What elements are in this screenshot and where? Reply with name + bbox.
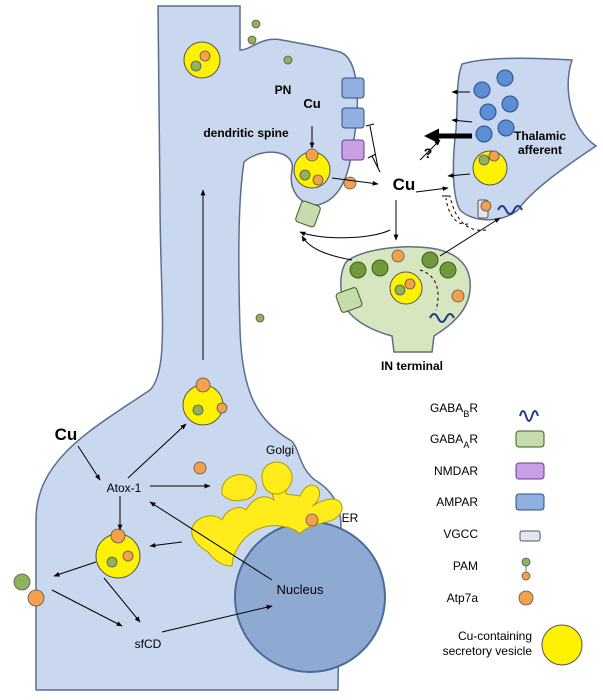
in-gabaa bbox=[335, 287, 363, 313]
legend-vesicle-label-2: secretory vesicle bbox=[443, 644, 533, 658]
golgi-stack bbox=[221, 474, 257, 502]
legend-nmdar-label: NMDAR bbox=[434, 464, 478, 478]
in-green-vesicles bbox=[349, 251, 457, 279]
membrane-atp7a bbox=[27, 176, 492, 607]
in-gabab bbox=[429, 313, 455, 323]
legend-pam-label: PAM bbox=[453, 559, 478, 573]
legend-gabab-label: GABABR bbox=[430, 401, 478, 419]
er-label: ER bbox=[342, 511, 359, 525]
inhibition-lines bbox=[365, 123, 487, 311]
legend-gabaa-label: GABAAR bbox=[430, 432, 478, 450]
question-label: ? bbox=[424, 145, 433, 161]
legend-ampar-label: AMPAR bbox=[436, 495, 478, 509]
pn-spine-label-2: dendritic spine bbox=[203, 126, 289, 140]
legend-vgcc-label: VGCC bbox=[443, 527, 478, 541]
legend-vesicle-label: Cu-containing bbox=[458, 629, 532, 643]
legend-gabab-icon bbox=[519, 410, 539, 422]
vesicle-dendrite bbox=[182, 377, 228, 426]
golgi-label: Golgi bbox=[266, 443, 294, 457]
thalamic-blue-vesicles bbox=[473, 69, 519, 143]
vesicle-in-terminal bbox=[389, 271, 423, 305]
in-terminal-label: IN terminal bbox=[381, 359, 443, 373]
cu-soma-label: Cu bbox=[55, 425, 78, 444]
vesicle-apical bbox=[183, 41, 221, 79]
cu-center-label: Cu bbox=[393, 175, 416, 194]
spine-nmdar bbox=[341, 139, 365, 161]
vesicle-soma bbox=[95, 528, 141, 579]
thalamic-gabab bbox=[497, 205, 523, 215]
golgi-stack-2 bbox=[261, 461, 293, 495]
legend-vgcc-icon bbox=[519, 530, 541, 542]
legend-gabaa-icon bbox=[515, 430, 545, 448]
arrows bbox=[51, 89, 501, 633]
legend: GABABR GABAAR NMDAR AMPAR VGCC PAM Atp7a… bbox=[430, 401, 583, 666]
membrane-pam bbox=[13, 19, 293, 591]
atox1-label: Atox-1 bbox=[107, 481, 142, 495]
legend-ampar-icon bbox=[515, 493, 545, 511]
cu-spine-label: Cu bbox=[303, 96, 320, 111]
legend-pam-icon bbox=[521, 557, 531, 581]
vesicle-spine bbox=[293, 148, 331, 189]
legend-atp7a-label: Atp7a bbox=[447, 591, 479, 605]
thalamic-label-2: afferent bbox=[518, 143, 562, 157]
golgi-er bbox=[191, 481, 343, 567]
legend-atp7a-icon bbox=[518, 590, 534, 606]
thalamic-label: Thalamic bbox=[514, 129, 566, 143]
vesicle-thalamic bbox=[472, 150, 508, 186]
spine-gabaa bbox=[295, 200, 321, 228]
nucleus bbox=[234, 521, 386, 673]
pn-spine-label: PN bbox=[275, 83, 292, 97]
legend-nmdar-icon bbox=[515, 462, 545, 480]
nucleus-label: Nucleus bbox=[277, 582, 324, 597]
sfcd-label: sfCD bbox=[135, 637, 162, 651]
spine-ampar bbox=[341, 77, 365, 129]
legend-vesicle-icon bbox=[541, 624, 583, 666]
